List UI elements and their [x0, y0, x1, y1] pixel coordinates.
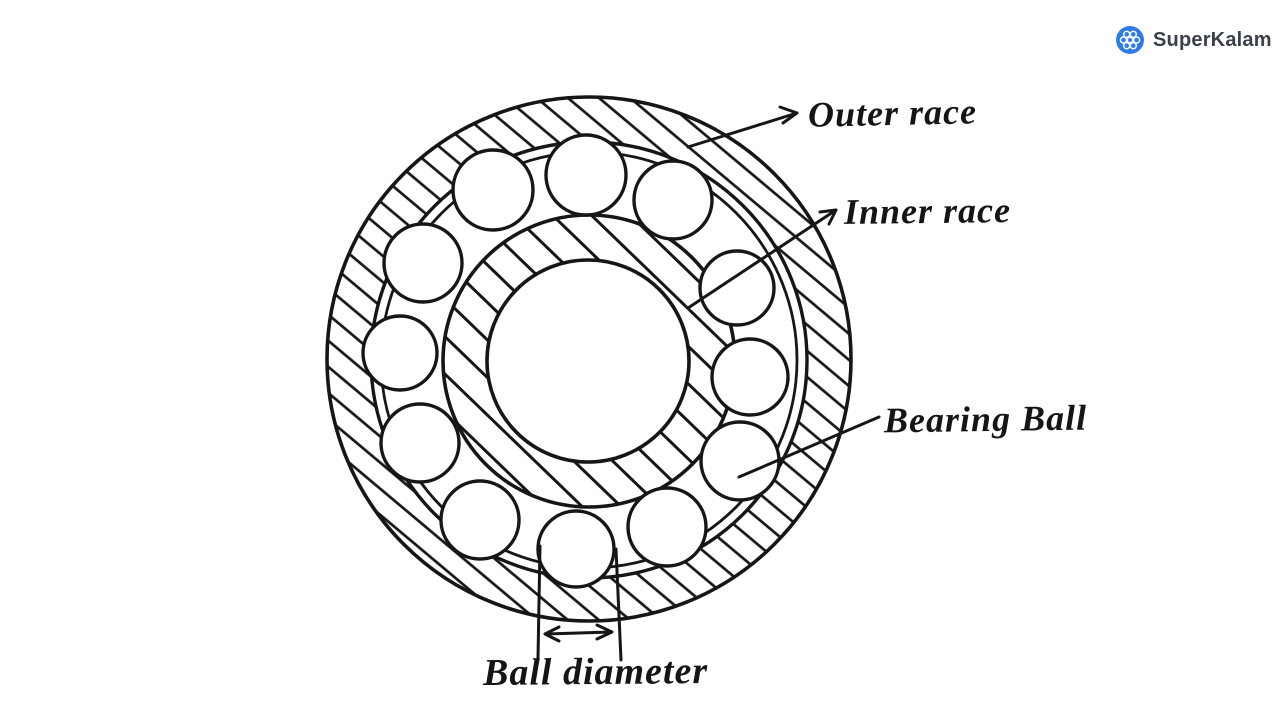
superkalam-flower-icon: [1116, 26, 1144, 54]
outer-race-label: Outer race: [807, 91, 978, 135]
bearing-ball: [544, 133, 628, 217]
inner-race-label: Inner race: [843, 190, 1012, 232]
inner-race-leader-line: [686, 208, 838, 310]
dimension-arrowhead-right: [595, 623, 614, 641]
inner-race-hatching: [443, 215, 735, 507]
bearing-balls-group: [361, 133, 790, 589]
bearing-ball: [451, 148, 535, 232]
bearing-ball: [626, 486, 708, 568]
outer-race-outer-circle: [325, 95, 853, 623]
outer-race-leader-line: [686, 111, 799, 149]
dimension-extension-line-right: [614, 547, 623, 662]
bearing-ball: [439, 479, 521, 561]
bearing-ball: [536, 509, 616, 589]
dimension-arrowhead-left: [543, 625, 561, 643]
bearing-ball: [632, 159, 714, 241]
bearing-ball: [382, 222, 464, 304]
shaft-bore-circle: [485, 258, 691, 464]
bearing-ball: [379, 402, 461, 484]
inner-race-arrowhead: [818, 208, 838, 226]
bearing-ball-leader-line: [737, 415, 881, 479]
superkalam-logo: SuperKalam: [1115, 25, 1272, 55]
bearing-ball: [699, 420, 781, 502]
bearing-ball: [361, 314, 439, 392]
bearing-ball-label: Bearing Ball: [883, 397, 1088, 441]
superkalam-brand-text: SuperKalam: [1153, 28, 1272, 51]
outer-race-arrowhead: [778, 105, 799, 125]
outer-race-hatching: [327, 97, 851, 621]
bearing-ball: [698, 249, 776, 327]
bearing-ball: [710, 337, 790, 417]
dimension-extension-line-left: [536, 544, 542, 660]
ball-diameter-label: Ball diameter: [482, 650, 709, 694]
dimension-line: [544, 630, 613, 636]
